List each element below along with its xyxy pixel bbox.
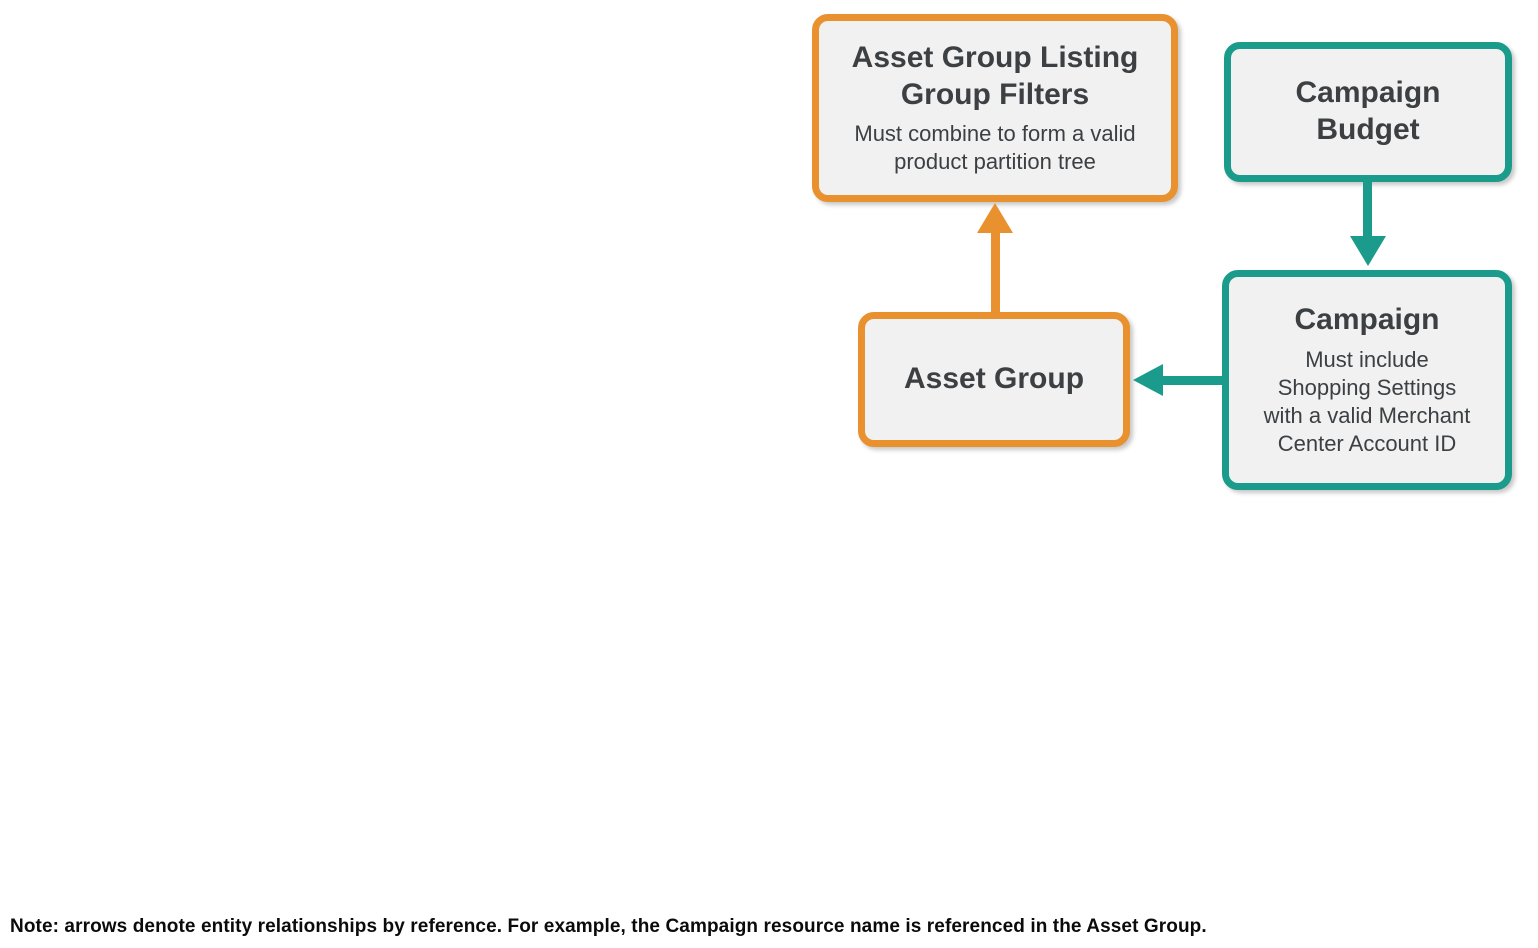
node-asset-group-listing-group-filters: Asset Group Listing Group Filters Must c… xyxy=(812,14,1178,202)
node-subtitle: Must include Shopping Settings with a va… xyxy=(1263,346,1471,456)
arrow-asset-group-to-listing-filters-stem xyxy=(991,230,1000,312)
arrow-campaign-to-asset-group-stem xyxy=(1160,376,1222,385)
node-subtitle: Must combine to form a valid product par… xyxy=(854,121,1136,175)
node-title: Asset Group xyxy=(903,362,1085,396)
arrow-campaign-budget-to-campaign-stem xyxy=(1363,182,1372,238)
arrow-campaign-to-asset-group-arrowhead-icon xyxy=(1133,364,1163,396)
arrow-campaign-budget-to-campaign-arrowhead-icon xyxy=(1350,236,1386,266)
node-asset-group: Asset Group xyxy=(858,312,1130,447)
arrow-asset-group-to-listing-filters-arrowhead-icon xyxy=(977,203,1013,233)
node-title: Campaign xyxy=(1294,303,1440,337)
footnote: Note: arrows denote entity relationships… xyxy=(10,916,1207,937)
node-title: Campaign Budget xyxy=(1295,76,1441,146)
node-campaign: Campaign Must include Shopping Settings … xyxy=(1222,270,1512,490)
node-campaign-budget: Campaign Budget xyxy=(1224,42,1512,182)
node-title: Asset Group Listing Group Filters xyxy=(851,40,1139,111)
